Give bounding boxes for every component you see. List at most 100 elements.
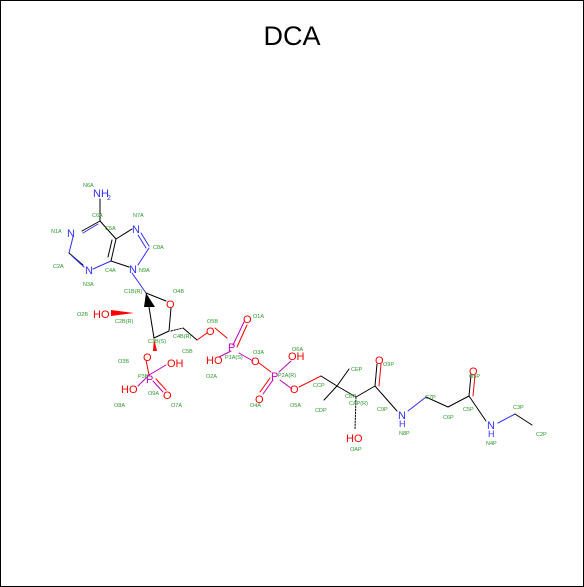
o-bridge-symbol: O (251, 356, 260, 368)
bond (99, 220, 117, 240)
atom-label: C1B(R) (124, 289, 143, 295)
atom-label: O9A (148, 391, 159, 397)
wedge-bond (111, 310, 134, 316)
bond (514, 413, 533, 426)
atom-label: C5B (182, 349, 193, 355)
o-p3b-symbol: O (163, 390, 172, 402)
o4b-symbol: O (166, 299, 175, 311)
bond (259, 377, 271, 393)
atom-label: N9A (139, 268, 150, 274)
atom-label: N7A (133, 213, 144, 219)
atom-label: C3P (513, 405, 524, 411)
amine-subscript: 2 (107, 195, 111, 202)
bond (68, 236, 74, 254)
atom-label: C2P (536, 432, 547, 438)
atom-label: CCP (313, 383, 325, 389)
bond (258, 362, 272, 373)
atom-label: CAP(R) (349, 401, 368, 407)
bond (145, 359, 150, 376)
p2a-symbol: P (271, 371, 278, 383)
bond (218, 350, 232, 358)
o-2a-symbol: O (255, 394, 264, 406)
bond (107, 239, 113, 258)
o-3b-symbol: O (143, 352, 152, 364)
atom-label: P3B (138, 374, 149, 380)
o-6a-symbol: O (290, 384, 299, 396)
bond (497, 413, 516, 424)
atom-label: CBP (345, 394, 357, 400)
diagram-title: DCA (263, 21, 321, 51)
bond (182, 327, 198, 341)
bond (425, 396, 449, 408)
atom-label: O3B (118, 359, 129, 365)
atom-name-labels: N6A C6A N7A N1A C5A C8A C2A C4A N9A N3A … (51, 183, 547, 453)
atom-label: C4B(R) (173, 334, 192, 340)
n8p-symbol: N (398, 410, 406, 422)
atom-label: C7P (425, 395, 436, 401)
hash-bond (170, 327, 184, 332)
atom-label: C9P (377, 407, 388, 413)
atom-label: C5P (463, 407, 474, 413)
bond (468, 374, 472, 397)
bond (236, 324, 248, 348)
bond (115, 228, 133, 240)
bond (131, 272, 147, 294)
n9-symbol: N (129, 264, 137, 276)
atom-label: O1A (253, 314, 264, 320)
bond (153, 330, 170, 339)
atom-label: O2B (77, 312, 88, 318)
atom-label: P1A(S) (225, 355, 243, 361)
atom-label: N3A (83, 282, 94, 288)
atom-label: O8A (114, 403, 125, 409)
bond (92, 260, 112, 270)
o-c5p-symbol: O (469, 366, 478, 378)
n1-symbol: N (67, 228, 75, 240)
wedge-bond (144, 293, 155, 307)
atom-label: N4P (486, 441, 497, 447)
atom-label: N8P (399, 431, 410, 437)
atom-label: C3B(S) (148, 339, 166, 345)
bond (196, 332, 208, 341)
bond (137, 247, 150, 266)
oh-p3b-symbol: OH (167, 358, 184, 370)
bond (148, 306, 155, 339)
atom-label: O2A (206, 374, 217, 380)
bond (374, 363, 378, 387)
atom-label: C8A (153, 245, 164, 251)
n4p-symbol: N (487, 420, 495, 432)
n3-symbol: N (85, 265, 93, 277)
bond (472, 374, 476, 397)
bond (238, 352, 254, 362)
atom-label: C6A (92, 213, 103, 219)
atom-label: C5A (105, 226, 116, 232)
bond (355, 385, 376, 398)
n8p-hydrogen: H (399, 419, 406, 429)
bond (81, 220, 101, 232)
bond (168, 307, 172, 332)
ho-1a-symbol: HO (206, 355, 223, 367)
atom-label: O9P (383, 362, 394, 368)
bond (140, 232, 150, 247)
atom-label: C4A (105, 268, 116, 274)
atom-label: N6A (83, 183, 94, 189)
bond (148, 364, 167, 376)
amine-label: NH (93, 188, 109, 200)
p1a-symbol: P (228, 342, 235, 354)
bond (137, 234, 147, 249)
ho-p3b-symbol: HO (121, 384, 138, 396)
bond (278, 360, 292, 373)
atom-label: O4A (250, 403, 261, 409)
atom-label: O5B (207, 319, 218, 325)
bond (298, 375, 322, 388)
bond (71, 255, 85, 268)
bond (468, 395, 487, 422)
bond (279, 379, 293, 390)
ho-cap-symbol: HO (346, 433, 363, 445)
bond (214, 327, 228, 339)
o-5b-symbol: O (206, 326, 215, 338)
bond (262, 379, 274, 395)
bond (152, 380, 164, 393)
atom-label: OAP (350, 447, 362, 453)
